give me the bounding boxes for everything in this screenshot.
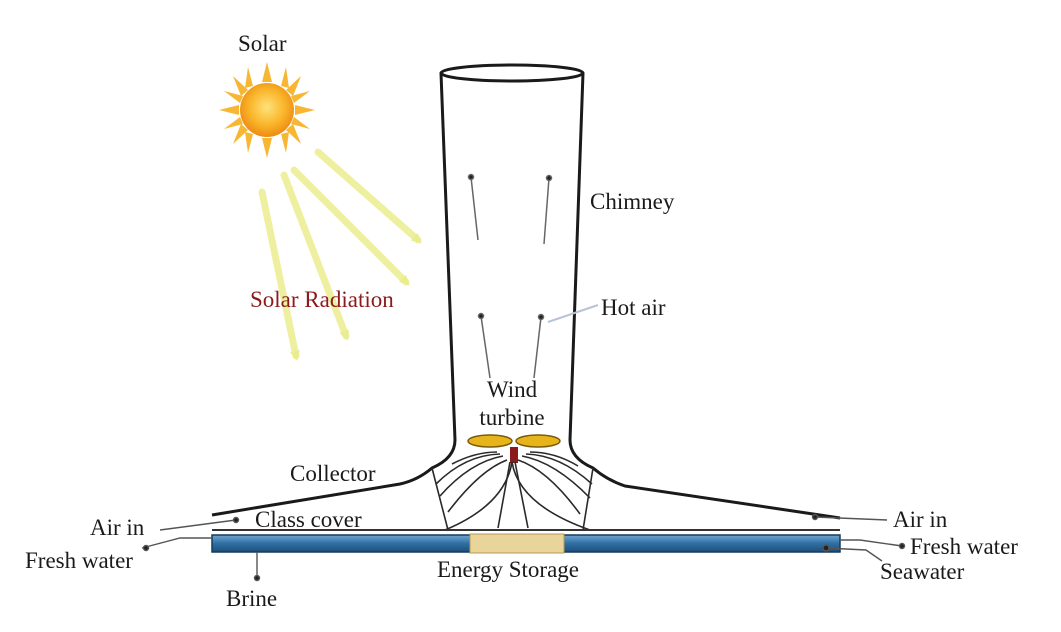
energy-storage-block: [469, 533, 565, 554]
wind-turbine: [467, 434, 561, 463]
hot-air-pointer: [547, 304, 599, 323]
class-cover-label: Class cover: [255, 507, 362, 532]
air-in-right-label: Air in: [893, 507, 948, 532]
chimney-label: Chimney: [590, 189, 675, 214]
airflow-curves: [431, 451, 594, 531]
solar-label: Solar: [238, 31, 287, 56]
air-in-left-label: Air in: [90, 515, 145, 540]
energy-storage-label: Energy Storage: [437, 557, 580, 582]
water-channel: [211, 533, 841, 554]
hot-air-arrows: [467, 173, 553, 379]
wind-turbine-label-line2: turbine: [479, 405, 545, 430]
fresh-water-right-label: Fresh water: [910, 534, 1018, 559]
chimney: [211, 63, 841, 520]
solar-radiation-label: Solar Radiation: [250, 287, 394, 312]
brine-label: Brine: [226, 586, 278, 611]
sun-icon: [219, 62, 315, 158]
seawater-label: Seawater: [880, 559, 965, 584]
solar-radiation-arrows: [258, 148, 422, 361]
hot-air-label: Hot air: [601, 295, 666, 320]
wind-turbine-label-line1: Wind: [486, 377, 538, 402]
pointer-lines: [141, 513, 906, 582]
collector-label: Collector: [290, 461, 376, 486]
fresh-water-left-label: Fresh water: [25, 548, 133, 573]
